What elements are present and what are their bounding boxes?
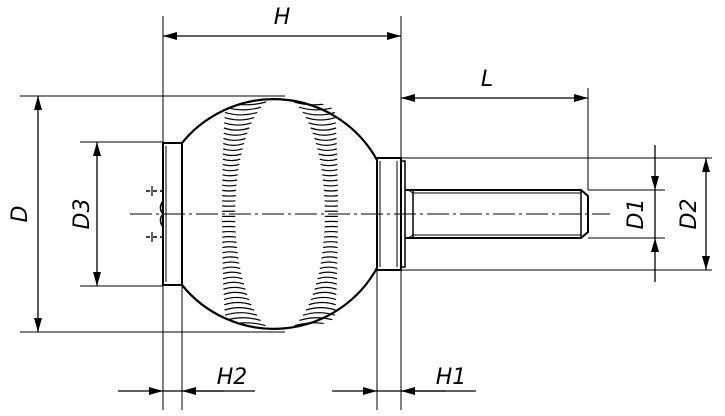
extension-lines xyxy=(20,16,712,410)
knurl-groove xyxy=(322,174,338,177)
knurl-groove xyxy=(308,301,336,306)
label-H: H xyxy=(274,5,291,30)
knurl-groove xyxy=(224,301,252,306)
knurl-groove xyxy=(222,184,237,187)
knurl-groove xyxy=(321,169,338,172)
knurl-groove xyxy=(315,281,337,285)
knurl-groove xyxy=(222,261,240,264)
knurl-groove xyxy=(302,111,336,116)
knurl-groove xyxy=(222,266,241,269)
label-H2: H2 xyxy=(217,365,248,390)
knurl-groove xyxy=(223,286,246,290)
knurl-groove xyxy=(317,276,338,280)
knurl-groove xyxy=(222,148,243,152)
ball-outline xyxy=(181,98,378,330)
knurl-groove xyxy=(223,132,248,136)
knurl-groove xyxy=(225,317,261,321)
knurl-groove xyxy=(314,137,337,141)
knurl-groove xyxy=(312,291,337,295)
knurl-groove xyxy=(322,251,338,254)
knurl-groove xyxy=(305,307,336,311)
label-L: L xyxy=(481,67,493,92)
knurl-groove xyxy=(222,189,237,192)
knurl-groove xyxy=(298,106,335,111)
knurl-groove xyxy=(314,286,337,290)
knurl-groove xyxy=(224,312,258,316)
label-D2: D2 xyxy=(677,199,702,230)
label-D: D xyxy=(8,206,33,223)
knurl-groove xyxy=(222,179,238,182)
knurl-groove xyxy=(318,153,338,157)
knurl-groove xyxy=(223,127,250,131)
knurl-groove xyxy=(321,256,338,259)
knurl-groove xyxy=(224,117,255,121)
knurl-groove xyxy=(223,281,245,285)
knurl-groove xyxy=(222,158,241,162)
knurl-groove xyxy=(322,246,338,249)
label-D1: D1 xyxy=(624,199,649,230)
knurl-groove xyxy=(315,143,337,146)
knurl-groove xyxy=(223,137,246,141)
knurl-groove xyxy=(322,179,338,182)
knurl-groove xyxy=(222,256,239,259)
knurl-groove xyxy=(317,148,338,152)
knurl-groove xyxy=(319,266,338,269)
knurl-groove xyxy=(323,189,338,192)
knurl-groove xyxy=(302,312,336,316)
knurl-groove xyxy=(222,251,238,254)
dimension-lines xyxy=(34,32,710,395)
knurl-groove xyxy=(224,111,258,116)
knurl-groove xyxy=(225,106,262,111)
knurl-groove xyxy=(222,241,237,243)
knurl-groove xyxy=(223,143,245,146)
label-D3: D3 xyxy=(70,199,95,230)
knurl-groove xyxy=(222,271,242,275)
knurl-groove xyxy=(223,291,248,295)
knurl-groove xyxy=(223,296,250,301)
knurl-groove xyxy=(222,174,238,177)
knurl-groove xyxy=(222,276,243,280)
knurl-grooves xyxy=(222,101,338,327)
knurl-groove xyxy=(310,296,337,301)
knurl-groove xyxy=(222,236,237,238)
knurl-groove xyxy=(312,132,337,136)
knurl-groove xyxy=(222,163,240,167)
knurl-groove xyxy=(320,261,338,264)
knurl-groove xyxy=(323,236,338,238)
knurl-groove xyxy=(222,153,242,157)
knurl-groove xyxy=(305,117,336,121)
knurl-groove xyxy=(323,241,338,243)
knurl-groove xyxy=(318,271,338,275)
knurl-groove xyxy=(320,163,338,167)
knurl-groove xyxy=(319,158,338,162)
knurl-groove xyxy=(323,184,338,187)
label-H1: H1 xyxy=(436,365,467,390)
knurl-groove xyxy=(308,122,336,126)
knurl-groove xyxy=(299,317,335,321)
knurl-groove xyxy=(222,246,238,249)
knurl-groove xyxy=(224,122,252,126)
knurl-groove xyxy=(224,307,255,311)
knurl-groove xyxy=(310,127,337,131)
knurl-groove xyxy=(222,169,239,172)
